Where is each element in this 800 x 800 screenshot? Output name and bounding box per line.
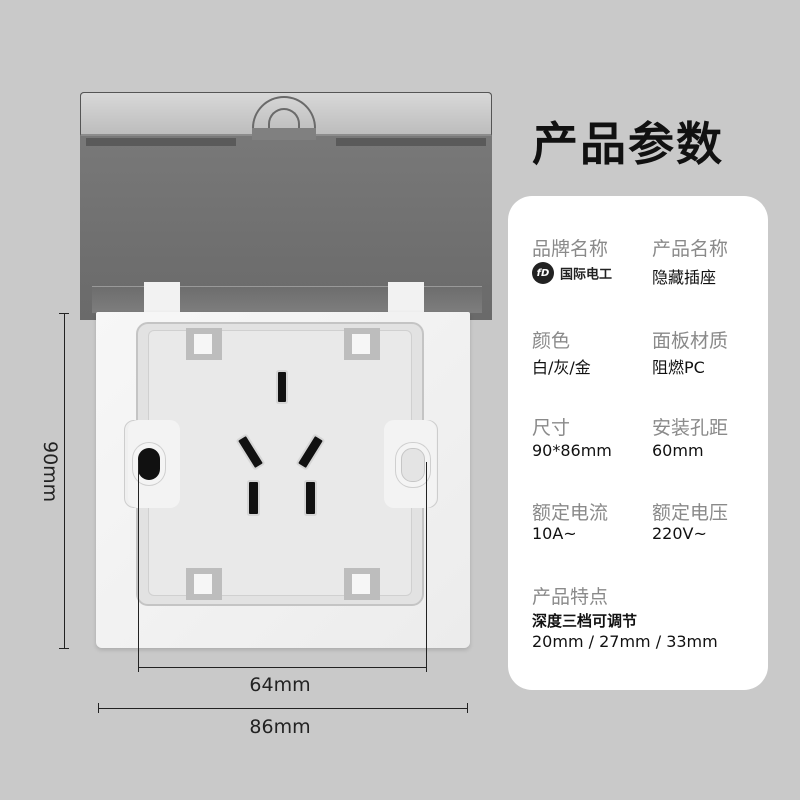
product-name-label: 产品名称 [652, 238, 729, 260]
height-dimension-label: 90mm [39, 441, 61, 503]
lid-shadow-left [86, 138, 236, 146]
hole-spacing-value: 60mm [652, 441, 704, 460]
clip-bottom-left [186, 568, 222, 600]
ground-slot [278, 372, 286, 402]
panel-material-value: 阻燃PC [652, 358, 705, 377]
size-value: 90*86mm [532, 441, 612, 460]
socket-face [148, 330, 412, 596]
height-tick-bottom [59, 648, 69, 649]
features-depths: 20mm / 27mm / 33mm [532, 632, 718, 651]
outer-width-dimension-label: 86mm [249, 716, 311, 738]
flat-slot-left [249, 482, 258, 514]
inner-width-dimension-line [138, 667, 426, 668]
height-tick-top [59, 313, 69, 314]
brand-name: 国际电工 [560, 267, 613, 283]
clip-bottom-right [344, 568, 380, 600]
outer-width-tick-right [467, 703, 468, 713]
outer-width-tick-left [98, 703, 99, 713]
flat-slot-right [306, 482, 315, 514]
inner-width-extension-left [138, 460, 139, 672]
outer-width-dimension-line [98, 708, 468, 709]
inner-width-dimension-label: 64mm [249, 674, 311, 696]
lid-shadow-right [336, 138, 486, 146]
mounting-hole-left [138, 448, 160, 480]
features-label: 产品特点 [532, 586, 609, 608]
inner-width-extension-right [426, 462, 427, 672]
features-title: 深度三档可调节 [532, 612, 638, 630]
mounting-hole-right [401, 448, 425, 482]
rated-current-label: 额定电流 [532, 502, 609, 524]
product-name-value: 隐藏插座 [652, 268, 717, 287]
lid-tab [252, 128, 316, 140]
clip-top-right [344, 328, 380, 360]
page-title: 产品参数 [532, 117, 724, 171]
rated-voltage-label: 额定电压 [652, 502, 729, 524]
panel-material-label: 面板材质 [652, 330, 729, 352]
color-label: 颜色 [532, 330, 571, 352]
rated-voltage-value: 220V~ [652, 524, 707, 543]
clip-top-left [186, 328, 222, 360]
color-value: 白/灰/金 [532, 358, 591, 377]
size-label: 尺寸 [532, 417, 571, 439]
height-dimension-line [64, 313, 65, 649]
hole-spacing-label: 安装孔距 [652, 417, 729, 439]
brand-value: fD 国际电工 [532, 262, 612, 284]
rated-current-value: 10A~ [532, 524, 577, 543]
brand-logo-icon: fD [532, 262, 554, 284]
lid-arc-mark-inner [268, 108, 300, 128]
brand-label: 品牌名称 [532, 238, 609, 260]
